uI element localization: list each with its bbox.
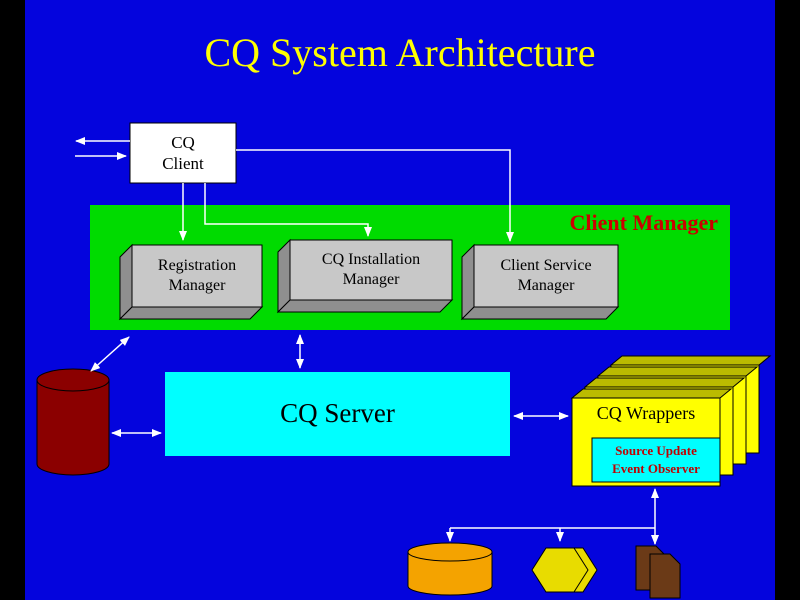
wrapper-layer4-top (609, 355, 772, 366)
service-manager-box-bottom (460, 306, 620, 320)
registration-manager-box (131, 244, 263, 308)
database-cylinder-body (36, 380, 110, 476)
source-db-cylinder-body (407, 552, 493, 596)
source-hexagon (531, 547, 589, 593)
wrapper-layer3-top (596, 366, 759, 377)
registration-manager-box-side (119, 243, 133, 321)
arrow-database-manager (90, 336, 130, 372)
service-manager-box-side (461, 243, 475, 321)
left-black-bar (0, 0, 25, 600)
wrapper-layer1-top (570, 388, 733, 399)
source-db-cylinder-top (407, 542, 493, 562)
server-box (165, 372, 510, 456)
service-manager-box (473, 244, 619, 308)
arrow-client-to-service (236, 149, 514, 242)
registration-manager-box-bottom (118, 306, 264, 320)
observer-box (591, 437, 721, 483)
installation-manager-box (289, 239, 453, 301)
arrow-client-to-installation (204, 183, 372, 237)
source-file-front (649, 553, 681, 599)
right-black-bar (775, 0, 800, 600)
installation-manager-box-bottom (276, 299, 454, 313)
database-cylinder-top (36, 368, 110, 392)
wrapper-layer2-top (583, 377, 746, 388)
client-box (129, 122, 237, 184)
